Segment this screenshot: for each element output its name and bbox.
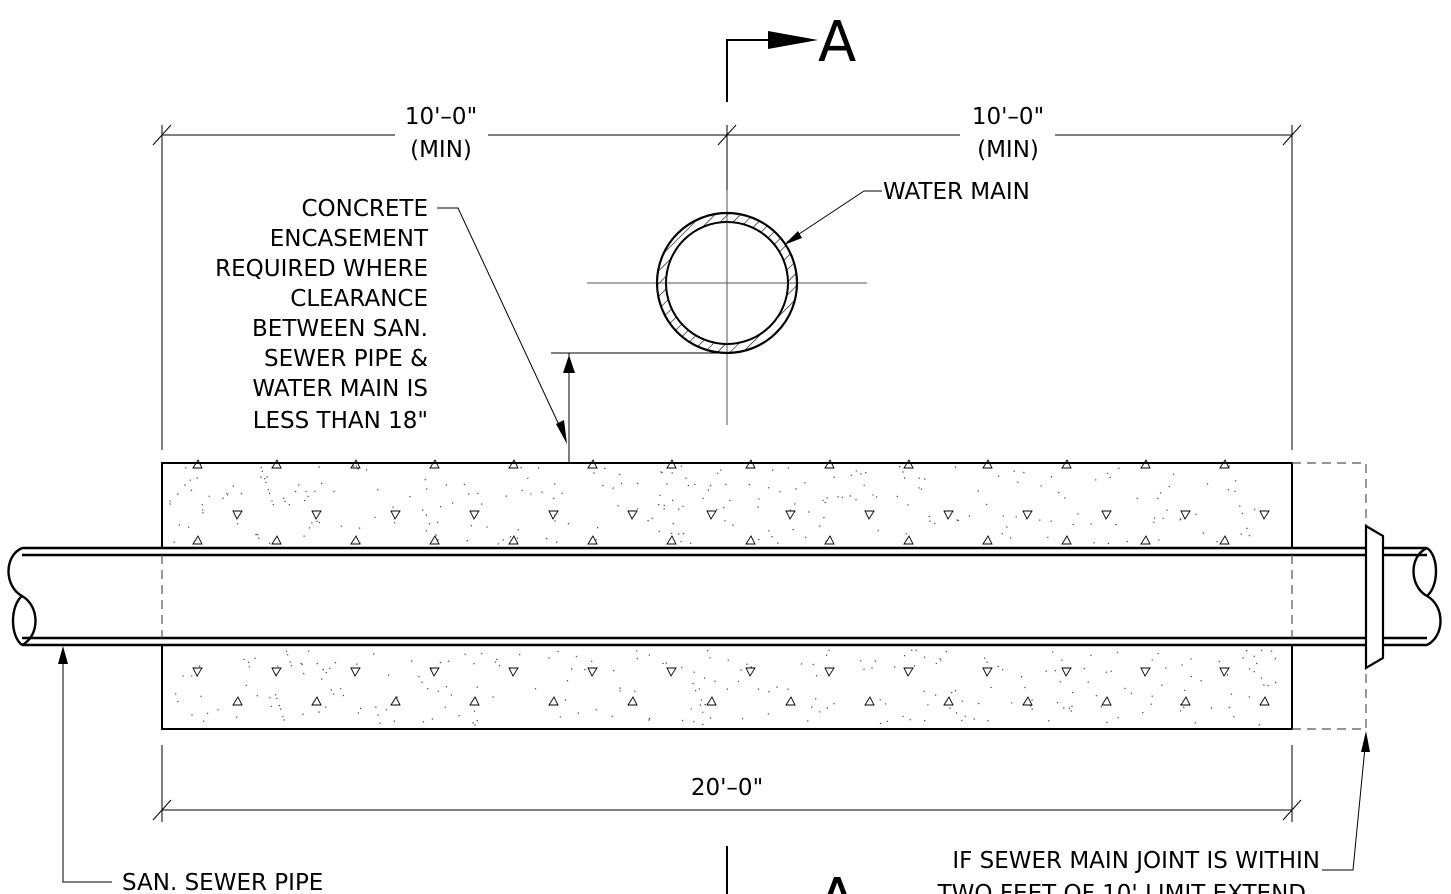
concrete-note-line: CONCRETE (301, 196, 428, 222)
section-marker-bottom: A (726, 846, 856, 894)
water-main-leader: WATER MAIN (784, 179, 1030, 245)
total-span-value: 20'–0" (691, 775, 763, 801)
joint-note-line: IF SEWER MAIN JOINT IS WITHIN (952, 848, 1320, 874)
sewer-pipe-label: SAN. SEWER PIPE (122, 870, 323, 894)
left-span-value: 10'–0" (405, 104, 477, 130)
concrete-note-line: BETWEEN SAN. (252, 316, 428, 342)
top-dimension: 10'–0" (MIN) 10'–0" (MIN) (152, 104, 1302, 450)
bottom-dimension: 20'–0" (152, 745, 1302, 822)
concrete-note-line: REQUIRED WHERE (215, 256, 428, 282)
section-letter-top: A (818, 10, 856, 75)
section-marker-top: A (726, 10, 856, 102)
right-span-note: (MIN) (977, 137, 1039, 163)
concrete-note: CONCRETE ENCASEMENT REQUIRED WHERE CLEAR… (215, 196, 567, 444)
water-main-label: WATER MAIN (883, 179, 1030, 205)
concrete-aggregate (169, 459, 1277, 726)
concrete-note-line: CLEARANCE (290, 286, 428, 312)
section-letter-bottom: A (818, 867, 856, 894)
concrete-note-line: SEWER PIPE & (264, 346, 428, 372)
joint-note: IF SEWER MAIN JOINT IS WITHIN TWO FEET O… (937, 731, 1370, 894)
concrete-note-line: WATER MAIN IS (252, 376, 428, 402)
sewer-pipe-leader: SAN. SEWER PIPE (58, 646, 323, 894)
left-span-note: (MIN) (410, 137, 472, 163)
sewer-pipe (7, 524, 1442, 670)
concrete-note-line: ENCASEMENT (270, 226, 429, 252)
water-main-section (587, 190, 867, 425)
concrete-note-line: LESS THAN 18" (253, 408, 428, 434)
joint-note-line: TWO FEET OF 10' LIMIT EXTEND (937, 881, 1306, 894)
right-span-value: 10'–0" (972, 104, 1044, 130)
